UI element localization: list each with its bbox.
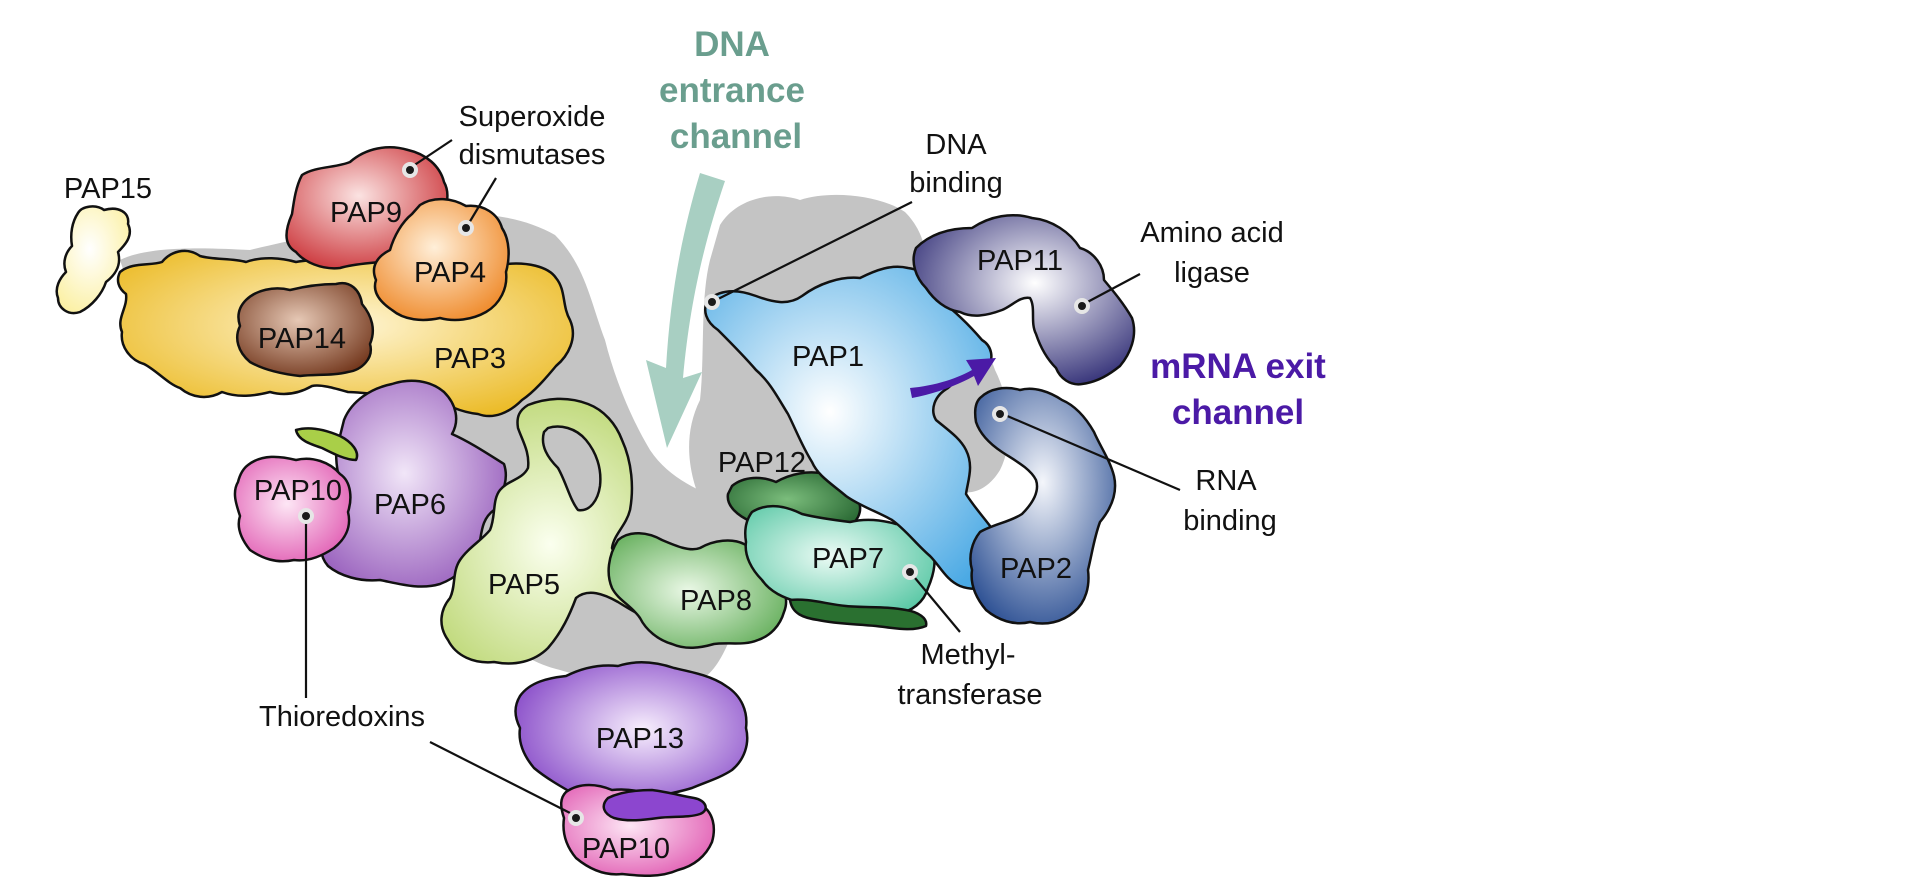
subunit-pap13-tongue xyxy=(602,788,707,822)
leader-methyl xyxy=(909,571,961,633)
annotation-dna-binding-line1: DNA xyxy=(925,129,987,161)
label-pap2: PAP2 xyxy=(1000,553,1072,585)
channel-dna-entrance-line3: channel xyxy=(670,117,802,156)
channel-mrna-exit-line2: channel xyxy=(1172,393,1304,432)
subunit-pap4[interactable] xyxy=(372,197,510,322)
annotation-rna-binding-line1: RNA xyxy=(1195,465,1257,497)
subunit-pap10-upper[interactable] xyxy=(233,455,352,563)
site-dot xyxy=(568,810,584,826)
label-pap1: PAP1 xyxy=(792,341,864,373)
annotation-thioredoxins: Thioredoxins xyxy=(259,701,425,733)
site-dot xyxy=(298,508,314,524)
label-pap6: PAP6 xyxy=(374,489,446,521)
label-pap11: PAP11 xyxy=(977,245,1063,277)
annotation-amino-acid-line2: ligase xyxy=(1174,257,1250,289)
leader-superoxide-1 xyxy=(409,139,453,169)
annotation-superoxide-line2: dismutases xyxy=(459,139,606,171)
subunit-pap5-tendril xyxy=(294,427,359,462)
subunit-pap15[interactable] xyxy=(55,205,132,315)
channel-mrna-exit-line1: mRNA exit xyxy=(1150,347,1326,386)
subunit-pap7[interactable] xyxy=(744,504,936,618)
mrna-exit-arrow xyxy=(910,358,996,398)
label-pap13: PAP13 xyxy=(596,723,684,755)
label-pap4: PAP4 xyxy=(414,257,486,289)
channel-dna-entrance-line2: entrance xyxy=(659,71,805,110)
label-pap10-upper: PAP10 xyxy=(254,475,342,507)
label-pap7: PAP7 xyxy=(812,543,884,575)
label-pap5: PAP5 xyxy=(488,569,560,601)
annotation-methyl-line1: Methyl- xyxy=(920,639,1015,671)
site-dot xyxy=(992,406,1008,422)
annotation-labels: Superoxide dismutases DNA binding Amino … xyxy=(259,101,1284,733)
label-pap14: PAP14 xyxy=(258,323,346,355)
label-pap15: PAP15 xyxy=(64,173,152,205)
label-pap3: PAP3 xyxy=(434,343,506,375)
subunit-pap7-strip xyxy=(788,598,928,631)
leader-rna-binding xyxy=(997,410,1181,492)
annotation-leaders xyxy=(298,139,1181,826)
subunit-pap1[interactable] xyxy=(704,265,1003,590)
annotation-amino-acid-line1: Amino acid xyxy=(1140,217,1283,249)
site-dot xyxy=(1074,298,1090,314)
site-dot xyxy=(402,162,418,178)
subunit-pap8[interactable] xyxy=(607,532,788,649)
leader-amino-acid xyxy=(1079,273,1141,307)
label-pap12: PAP12 xyxy=(718,447,806,479)
label-pap8: PAP8 xyxy=(680,585,752,617)
channel-dna-entrance-line1: DNA xyxy=(694,25,770,64)
leader-superoxide-2 xyxy=(465,177,497,229)
label-pap9: PAP9 xyxy=(330,197,402,229)
dna-entrance-arrow xyxy=(646,173,725,448)
site-dot xyxy=(458,220,474,236)
leader-thioredoxins-2 xyxy=(429,741,577,817)
site-dot xyxy=(704,294,720,310)
annotation-dna-binding-line2: binding xyxy=(909,167,1003,199)
annotation-rna-binding-line2: binding xyxy=(1183,505,1277,537)
subunit-pap2[interactable] xyxy=(969,386,1117,625)
subunit-pap11[interactable] xyxy=(912,214,1136,386)
subunit-pap13[interactable] xyxy=(514,661,749,812)
label-pap10-lower: PAP10 xyxy=(582,833,670,865)
annotation-methyl-line2: transferase xyxy=(897,679,1042,711)
site-dot xyxy=(902,564,918,580)
annotation-superoxide-line1: Superoxide xyxy=(459,101,606,133)
channel-labels: DNA entrance channel mRNA exit channel xyxy=(659,25,1326,432)
leader-dna-binding xyxy=(711,201,913,303)
subunit-labels: PAP15 PAP9 PAP4 PAP14 PAP3 PAP10 PAP6 PA… xyxy=(64,173,1072,865)
subunit-pap14[interactable] xyxy=(236,281,374,378)
